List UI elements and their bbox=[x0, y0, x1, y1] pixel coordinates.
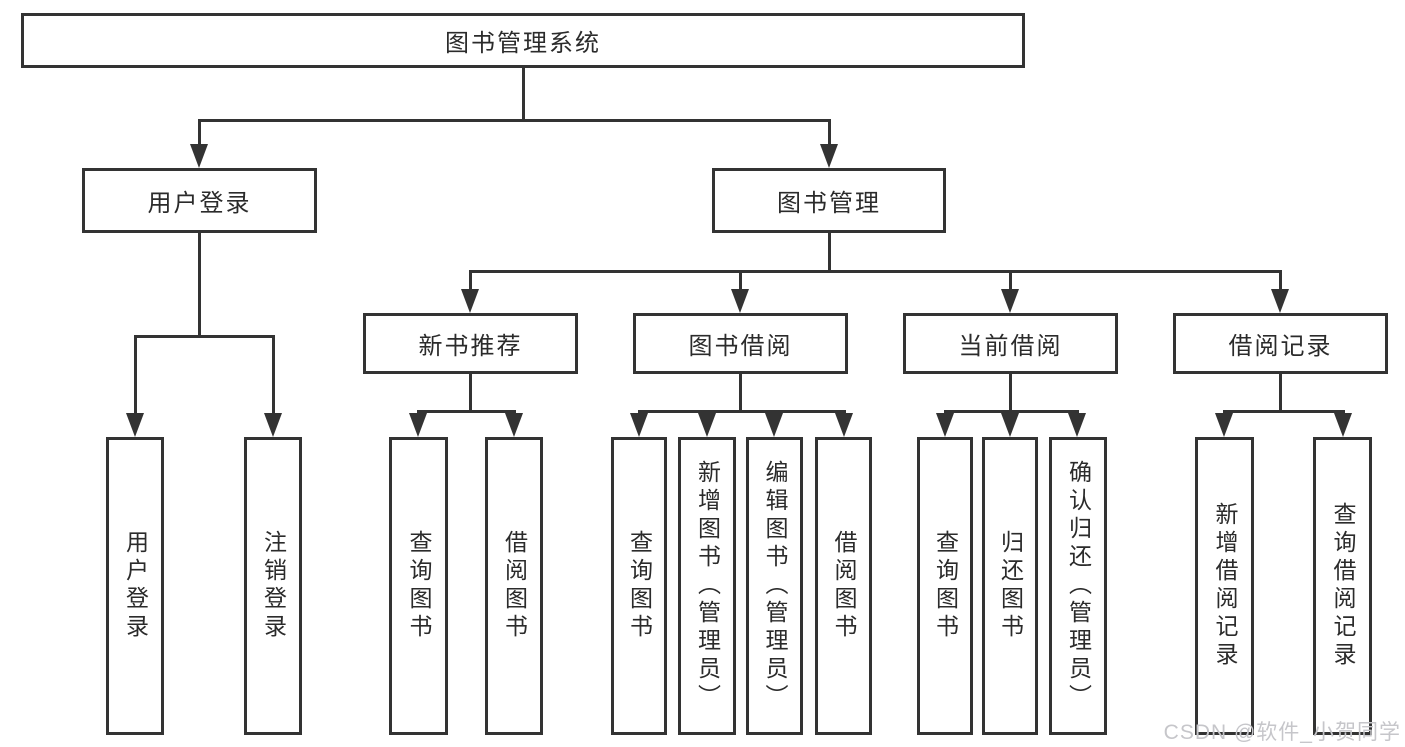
node-add-borrow-record: 新增借阅记录 bbox=[1195, 437, 1254, 735]
connector-stem-0 bbox=[522, 68, 525, 122]
node-label-user-login: 用户登录 bbox=[122, 530, 149, 642]
connector-bar-1 bbox=[134, 335, 275, 338]
node-cur-query-book: 查询图书 bbox=[917, 437, 973, 735]
connector-drop-0-0 bbox=[198, 119, 201, 158]
connector-drop-2-2 bbox=[1009, 270, 1012, 303]
node-user-login: 用户登录 bbox=[106, 437, 164, 735]
connector-bar-4 bbox=[638, 410, 846, 413]
node-label-user-login-group: 用户登录 bbox=[147, 190, 252, 217]
connector-bar-2 bbox=[469, 270, 1282, 273]
node-label-rec-query-book: 查询图书 bbox=[406, 530, 432, 642]
node-label-bor-query-book: 查询图书 bbox=[626, 530, 653, 642]
node-label-current-borrowing: 当前借阅 bbox=[958, 333, 1063, 360]
arrow-down-icon bbox=[1001, 413, 1019, 437]
node-label-borrowing-records: 借阅记录 bbox=[1228, 333, 1333, 360]
node-label-logout: 注销登录 bbox=[260, 530, 287, 642]
connector-drop-2-3 bbox=[1279, 270, 1282, 303]
node-label-add-borrow-record: 新增借阅记录 bbox=[1212, 502, 1238, 670]
connector-stem-4 bbox=[739, 374, 742, 413]
arrow-down-icon bbox=[409, 413, 427, 437]
connector-bar-3 bbox=[417, 410, 516, 413]
node-borrowing-records: 借阅记录 bbox=[1173, 313, 1388, 374]
connector-bar-6 bbox=[1223, 410, 1345, 413]
node-book-management: 图书管理 bbox=[712, 168, 946, 233]
node-label-rec-borrow-book: 借阅图书 bbox=[501, 530, 528, 642]
node-label-new-book-recommend: 新书推荐 bbox=[418, 333, 523, 360]
node-label-return-book: 归还图书 bbox=[997, 530, 1024, 642]
arrow-down-icon bbox=[264, 413, 282, 437]
node-label-bor-borrow-book: 借阅图书 bbox=[831, 530, 857, 642]
node-bor-borrow-book: 借阅图书 bbox=[815, 437, 872, 735]
node-label-confirm-return-admin: 确认归还（管理员） bbox=[1065, 460, 1092, 712]
node-label-book-management: 图书管理 bbox=[777, 190, 881, 217]
connector-drop-2-0 bbox=[469, 270, 472, 303]
connector-stem-5 bbox=[1009, 374, 1012, 413]
node-book-borrowing: 图书借阅 bbox=[633, 313, 848, 374]
connector-drop-0-1 bbox=[828, 119, 831, 158]
connector-stem-6 bbox=[1279, 374, 1282, 413]
node-edit-book-admin: 编辑图书（管理员） bbox=[746, 437, 803, 735]
node-return-book: 归还图书 bbox=[982, 437, 1038, 735]
arrow-down-icon bbox=[1215, 413, 1233, 437]
node-confirm-return-admin: 确认归还（管理员） bbox=[1049, 437, 1107, 735]
arrow-down-icon bbox=[731, 289, 749, 313]
node-add-book-admin: 新增图书（管理员） bbox=[678, 437, 736, 735]
watermark-text: CSDN @软件_小贺同学 bbox=[1163, 721, 1401, 744]
node-rec-query-book: 查询图书 bbox=[389, 437, 448, 735]
node-current-borrowing: 当前借阅 bbox=[903, 313, 1118, 374]
connector-stem-3 bbox=[469, 374, 472, 413]
arrow-down-icon bbox=[1334, 413, 1352, 437]
node-root: 图书管理系统 bbox=[21, 13, 1025, 68]
node-query-borrow-record: 查询借阅记录 bbox=[1313, 437, 1372, 735]
arrow-down-icon bbox=[1271, 289, 1289, 313]
arrow-down-icon bbox=[765, 413, 783, 437]
arrow-down-icon bbox=[698, 413, 716, 437]
node-label-root: 图书管理系统 bbox=[445, 30, 601, 57]
connector-bar-0 bbox=[198, 119, 831, 122]
connector-stem-1 bbox=[198, 233, 201, 338]
node-bor-query-book: 查询图书 bbox=[611, 437, 667, 735]
connector-drop-2-1 bbox=[739, 270, 742, 303]
arrow-down-icon bbox=[126, 413, 144, 437]
connector-drop-1-0 bbox=[134, 335, 137, 427]
arrow-down-icon bbox=[835, 413, 853, 437]
arrow-down-icon bbox=[190, 144, 208, 168]
node-label-cur-query-book: 查询图书 bbox=[932, 530, 959, 642]
arrow-down-icon bbox=[630, 413, 648, 437]
node-label-edit-book-admin: 编辑图书（管理员） bbox=[762, 460, 788, 712]
node-logout: 注销登录 bbox=[244, 437, 302, 735]
node-rec-borrow-book: 借阅图书 bbox=[485, 437, 543, 735]
node-label-add-book-admin: 新增图书（管理员） bbox=[694, 460, 721, 712]
arrow-down-icon bbox=[1001, 289, 1019, 313]
arrow-down-icon bbox=[820, 144, 838, 168]
node-new-book-recommend: 新书推荐 bbox=[363, 313, 578, 374]
arrow-down-icon bbox=[461, 289, 479, 313]
node-user-login-group: 用户登录 bbox=[82, 168, 317, 233]
connector-drop-1-1 bbox=[272, 335, 275, 427]
arrow-down-icon bbox=[1068, 413, 1086, 437]
node-label-book-borrowing: 图书借阅 bbox=[688, 333, 793, 360]
arrow-down-icon bbox=[505, 413, 523, 437]
arrow-down-icon bbox=[936, 413, 954, 437]
connector-stem-2 bbox=[828, 233, 831, 273]
node-label-query-borrow-record: 查询借阅记录 bbox=[1330, 502, 1356, 670]
